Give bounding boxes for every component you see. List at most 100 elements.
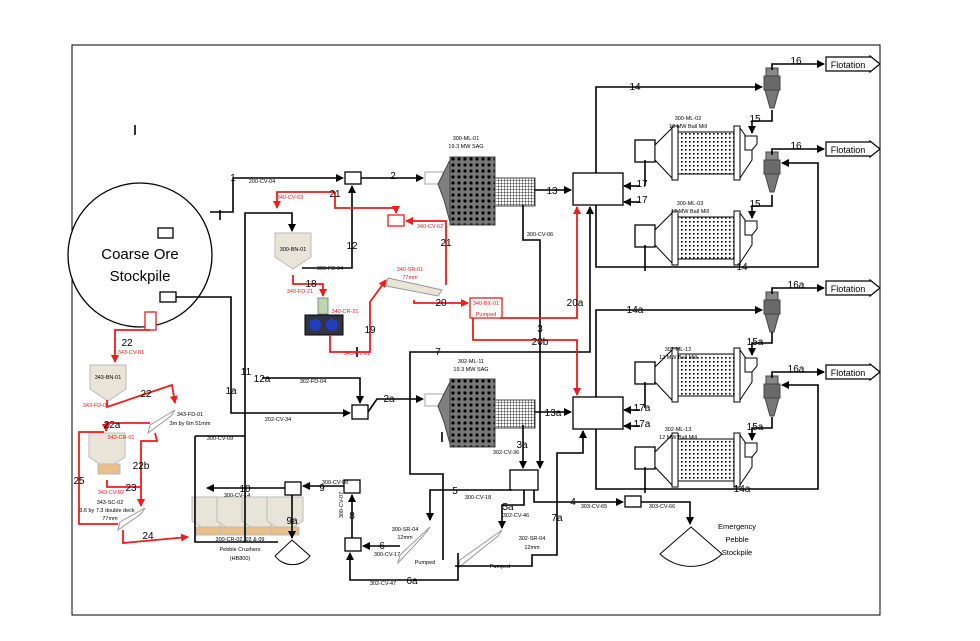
label-stream-number: 18 bbox=[305, 279, 317, 290]
flow-line bbox=[106, 480, 141, 488]
label-equipment-tag: 300-CV-07 bbox=[339, 492, 345, 518]
flow-line bbox=[748, 332, 773, 356]
label-equipment-tag: Emergency bbox=[718, 522, 756, 531]
label-stream-number: 3 bbox=[537, 324, 543, 335]
emergency-pebble-stockpile-icon bbox=[659, 526, 723, 567]
flow-line bbox=[533, 490, 624, 506]
reclaim-feeder bbox=[159, 291, 177, 303]
label-equipment-tag: Pumped bbox=[415, 560, 436, 566]
label-stream-number: 5a bbox=[502, 502, 514, 513]
label-equipment-tag: 19.3 MW SAG bbox=[448, 144, 483, 150]
flow-line bbox=[472, 318, 581, 396]
label-stream-number: 25 bbox=[73, 476, 85, 487]
flow-line bbox=[106, 383, 178, 409]
label-equipment-tag-red: 340-CR-21 bbox=[332, 309, 359, 315]
flow-line bbox=[748, 417, 773, 441]
label-stream-number: 17a bbox=[634, 403, 651, 414]
cyclone-feed-pumpbox bbox=[572, 396, 624, 430]
transfer-chute bbox=[344, 171, 362, 185]
label-stockpile-name: Coarse Ore bbox=[101, 246, 179, 263]
label-stream-number: 20a bbox=[567, 298, 584, 309]
label-equipment-tag: 300-CV-08 bbox=[322, 480, 348, 486]
pump-box-340-bx-01 bbox=[469, 297, 503, 319]
label-stockpile-name: Stockpile bbox=[110, 268, 171, 285]
flow-line bbox=[102, 422, 150, 432]
label-equipment-tag: 12 MW Ball Mill bbox=[659, 435, 697, 441]
label-equipment-tag: 12mm bbox=[524, 545, 540, 551]
label-stream-number: 15a bbox=[747, 337, 764, 348]
label-flotation: Flotation bbox=[831, 60, 866, 70]
label-stream-number: 19 bbox=[364, 325, 376, 336]
flow-line bbox=[210, 174, 344, 213]
label-equipment-tag: 12 MW Ball Mill bbox=[659, 355, 697, 361]
label-stream-number: 20b bbox=[532, 337, 549, 348]
label-equipment-tag: 12 MW Ball Mill bbox=[669, 124, 707, 130]
flow-line bbox=[595, 159, 819, 268]
screen-340-sr-01 bbox=[385, 277, 443, 297]
label-stream-number: 14 bbox=[629, 82, 641, 93]
label-stream-number: 2a bbox=[383, 394, 395, 405]
label-equipment-tag: 303-CV-65 bbox=[581, 504, 607, 510]
flow-line bbox=[595, 83, 763, 173]
flow-line bbox=[244, 212, 296, 542]
flow-line bbox=[426, 489, 512, 521]
transfer-chute bbox=[284, 481, 302, 496]
ball-mill-302-ml-12-feed-box bbox=[634, 361, 656, 385]
label-equipment-tag-red: 340-SR-01 bbox=[397, 267, 424, 273]
label-stream-number: 15 bbox=[749, 114, 761, 125]
flow-line bbox=[409, 206, 594, 560]
flow-line bbox=[273, 191, 335, 209]
ball-mill-300-ml-03-discharge-chute bbox=[744, 220, 758, 236]
hydrocyclone-cone bbox=[764, 173, 780, 193]
flow-line bbox=[595, 381, 819, 490]
ball-mill-302-ml-13-flange bbox=[671, 432, 679, 488]
label-stream-number: 13 bbox=[546, 186, 558, 197]
flow-line bbox=[111, 329, 150, 363]
label-equipment-tag: 343-BN-01 bbox=[95, 375, 122, 381]
label-stream-number: 13a bbox=[545, 408, 562, 419]
label-equipment-tag: 300-ML-03 bbox=[677, 201, 704, 207]
sag-mill-300-ml-01-feed-cone bbox=[437, 159, 451, 223]
flow-line bbox=[346, 552, 459, 581]
ball-mill-302-ml-12-flange bbox=[733, 347, 741, 403]
pebble-splitter bbox=[509, 469, 539, 491]
ball-mill-300-ml-02-feed-cone bbox=[654, 126, 673, 180]
label-equipment-tag-red: 343-CV-81 bbox=[118, 350, 144, 356]
ball-mill-300-ml-02-flange bbox=[671, 125, 679, 181]
ball-mill-302-ml-13-feed-box bbox=[634, 446, 656, 470]
flotation-box bbox=[825, 362, 881, 382]
label-equipment-tag: 343-SC-02 bbox=[97, 500, 124, 506]
label-stream-number: 24 bbox=[142, 531, 154, 542]
label-stream-number: 5 bbox=[452, 486, 458, 497]
ball-mill-302-ml-13-feed-cone bbox=[654, 433, 673, 487]
label-stream-number: 4 bbox=[570, 497, 576, 508]
label-equipment-tag: 302-ML-12 bbox=[665, 347, 692, 353]
label-stream-number: 1 bbox=[230, 173, 236, 184]
label-stream-number: 17 bbox=[636, 179, 648, 190]
label-stream-number: 1a bbox=[225, 386, 237, 397]
label-equipment-tag: 300-CR-02, 03 & 09 bbox=[216, 537, 265, 543]
label-flotation: Flotation bbox=[831, 284, 866, 294]
cone-crusher-343-cr-01 bbox=[97, 463, 121, 475]
label-stream-number: 11 bbox=[241, 367, 252, 378]
label-equipment-tag: 300-ML-02 bbox=[675, 116, 702, 122]
label-stream-number: 16a bbox=[788, 364, 805, 375]
label-equipment-tag: Pebble Crushers bbox=[220, 547, 261, 553]
label-stream-number: 15 bbox=[749, 199, 761, 210]
pebble-stockpile-icon bbox=[274, 539, 311, 566]
flow-line bbox=[262, 377, 364, 404]
transfer-box-red bbox=[387, 214, 405, 227]
hydrocyclone-body bbox=[763, 299, 781, 315]
crusher-feed-hopper bbox=[88, 432, 126, 470]
label-equipment-tag: Pebble bbox=[725, 535, 748, 544]
hydrocyclone-body bbox=[763, 75, 781, 91]
ball-mill-300-ml-03-drum bbox=[677, 216, 735, 260]
flotation-box bbox=[825, 278, 881, 298]
label-stream-number: 9 bbox=[319, 483, 325, 494]
flow-line bbox=[498, 490, 525, 529]
ball-mill-300-ml-02-flange bbox=[733, 125, 741, 181]
sag-mill-302-ml-11-trommel bbox=[494, 399, 536, 429]
hydrocyclone-cone bbox=[764, 397, 780, 417]
flow-line bbox=[771, 145, 825, 155]
